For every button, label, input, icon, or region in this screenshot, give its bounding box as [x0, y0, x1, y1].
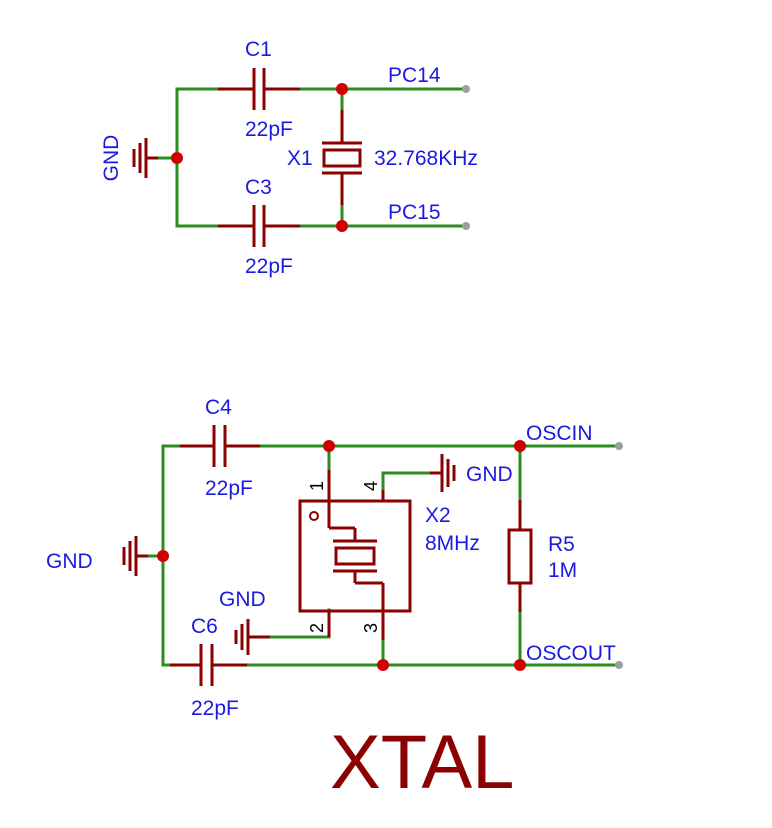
junction-dot — [323, 440, 335, 452]
c3-value: 22pF — [245, 255, 293, 278]
net-terminal-pc14 — [462, 85, 470, 93]
junction-dot — [157, 550, 169, 562]
x1-value: 32.768KHz — [374, 147, 478, 170]
net-terminal-pc15 — [462, 222, 470, 230]
net-terminal-oscin — [615, 442, 623, 450]
c6-value: 22pF — [191, 697, 239, 720]
net-terminal-oscout — [615, 661, 623, 669]
x2-pin-1: 1 — [307, 481, 327, 491]
c1-value: 22pF — [245, 118, 293, 141]
capacitor-c6 — [170, 644, 247, 686]
x1-ref: X1 — [287, 147, 313, 170]
net-label-oscin: OSCIN — [526, 422, 593, 445]
gnd-symbol — [132, 138, 158, 178]
c6-ref: C6 — [191, 615, 218, 638]
c1-ref: C1 — [245, 38, 272, 61]
junction-dot — [336, 83, 348, 95]
x2-ref: X2 — [425, 504, 451, 527]
r5-ref: R5 — [548, 533, 575, 556]
gnd-label-pin2: GND — [219, 588, 266, 611]
junction-dot — [171, 152, 183, 164]
net-label-pc15: PC15 — [388, 201, 441, 224]
net-label-oscout: OSCOUT — [526, 642, 616, 665]
x2-value: 8MHz — [425, 532, 480, 555]
capacitor-c3 — [218, 205, 300, 247]
junction-dot — [514, 659, 526, 671]
junction-dot — [336, 220, 348, 232]
gnd-label: GND — [100, 135, 123, 182]
c4-ref: C4 — [205, 396, 232, 419]
net-label-pc14: PC14 — [388, 64, 441, 87]
x2-pin-2: 2 — [307, 623, 327, 633]
capacitor-c4 — [180, 425, 260, 467]
gnd-symbol — [430, 454, 456, 492]
crystal-32k-circuit: GND C1 22pF C3 22pF X1 32.768KHz — [100, 38, 478, 278]
crystal-x2 — [298, 470, 412, 640]
r5-value: 1M — [548, 559, 577, 582]
junction-dot — [514, 440, 526, 452]
junction-dot — [377, 659, 389, 671]
c4-value: 22pF — [205, 477, 253, 500]
crystal-x1 — [322, 110, 362, 205]
crystal-8m-circuit: GND C4 22pF C6 22pF GND — [46, 396, 623, 720]
capacitor-c1 — [218, 68, 300, 110]
gnd-symbol — [234, 619, 270, 655]
sheet-title: XTAL — [330, 720, 514, 805]
gnd-symbol — [122, 536, 148, 576]
x2-pin-3: 3 — [361, 623, 381, 633]
c3-ref: C3 — [245, 176, 272, 199]
resistor-r5 — [507, 500, 533, 612]
x2-pin-4: 4 — [361, 481, 381, 491]
gnd-label-left: GND — [46, 550, 93, 573]
gnd-label-pin4: GND — [466, 463, 513, 486]
